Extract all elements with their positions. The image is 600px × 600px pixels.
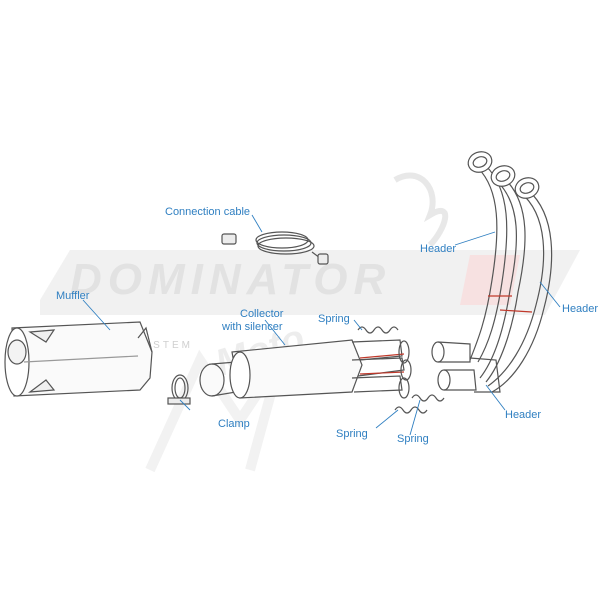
header-right-label: Header bbox=[562, 303, 599, 315]
muffler-part bbox=[4, 321, 153, 397]
spring-top-label: Spring bbox=[318, 313, 350, 325]
collector-part bbox=[229, 339, 412, 399]
spring-bottom-right-label: Spring bbox=[397, 433, 429, 445]
spring-bottom-right-part bbox=[411, 394, 445, 402]
muffler-label: Muffler bbox=[56, 290, 90, 302]
collector-label-line2: with silencer bbox=[222, 321, 283, 333]
header-top-label: Header bbox=[420, 243, 457, 255]
header-bottom-label: Header bbox=[505, 409, 542, 421]
header-pipes bbox=[469, 165, 553, 393]
connection-cable-part bbox=[221, 231, 329, 265]
connection-cable-label: Connection cable bbox=[165, 206, 251, 218]
watermark-brand: DOMINATOR bbox=[70, 255, 392, 304]
spring-bottom-left-label: Spring bbox=[336, 428, 368, 440]
spring-bottom-left-part bbox=[394, 406, 428, 414]
clamp-label: Clamp bbox=[218, 418, 250, 430]
header-inlet-pipes bbox=[431, 341, 477, 391]
clamp-part bbox=[167, 374, 191, 405]
collector-label-line1: Collector bbox=[240, 308, 284, 320]
spring-top-part bbox=[357, 326, 399, 334]
leader-lines bbox=[82, 214, 561, 436]
header-flanges bbox=[467, 151, 540, 199]
